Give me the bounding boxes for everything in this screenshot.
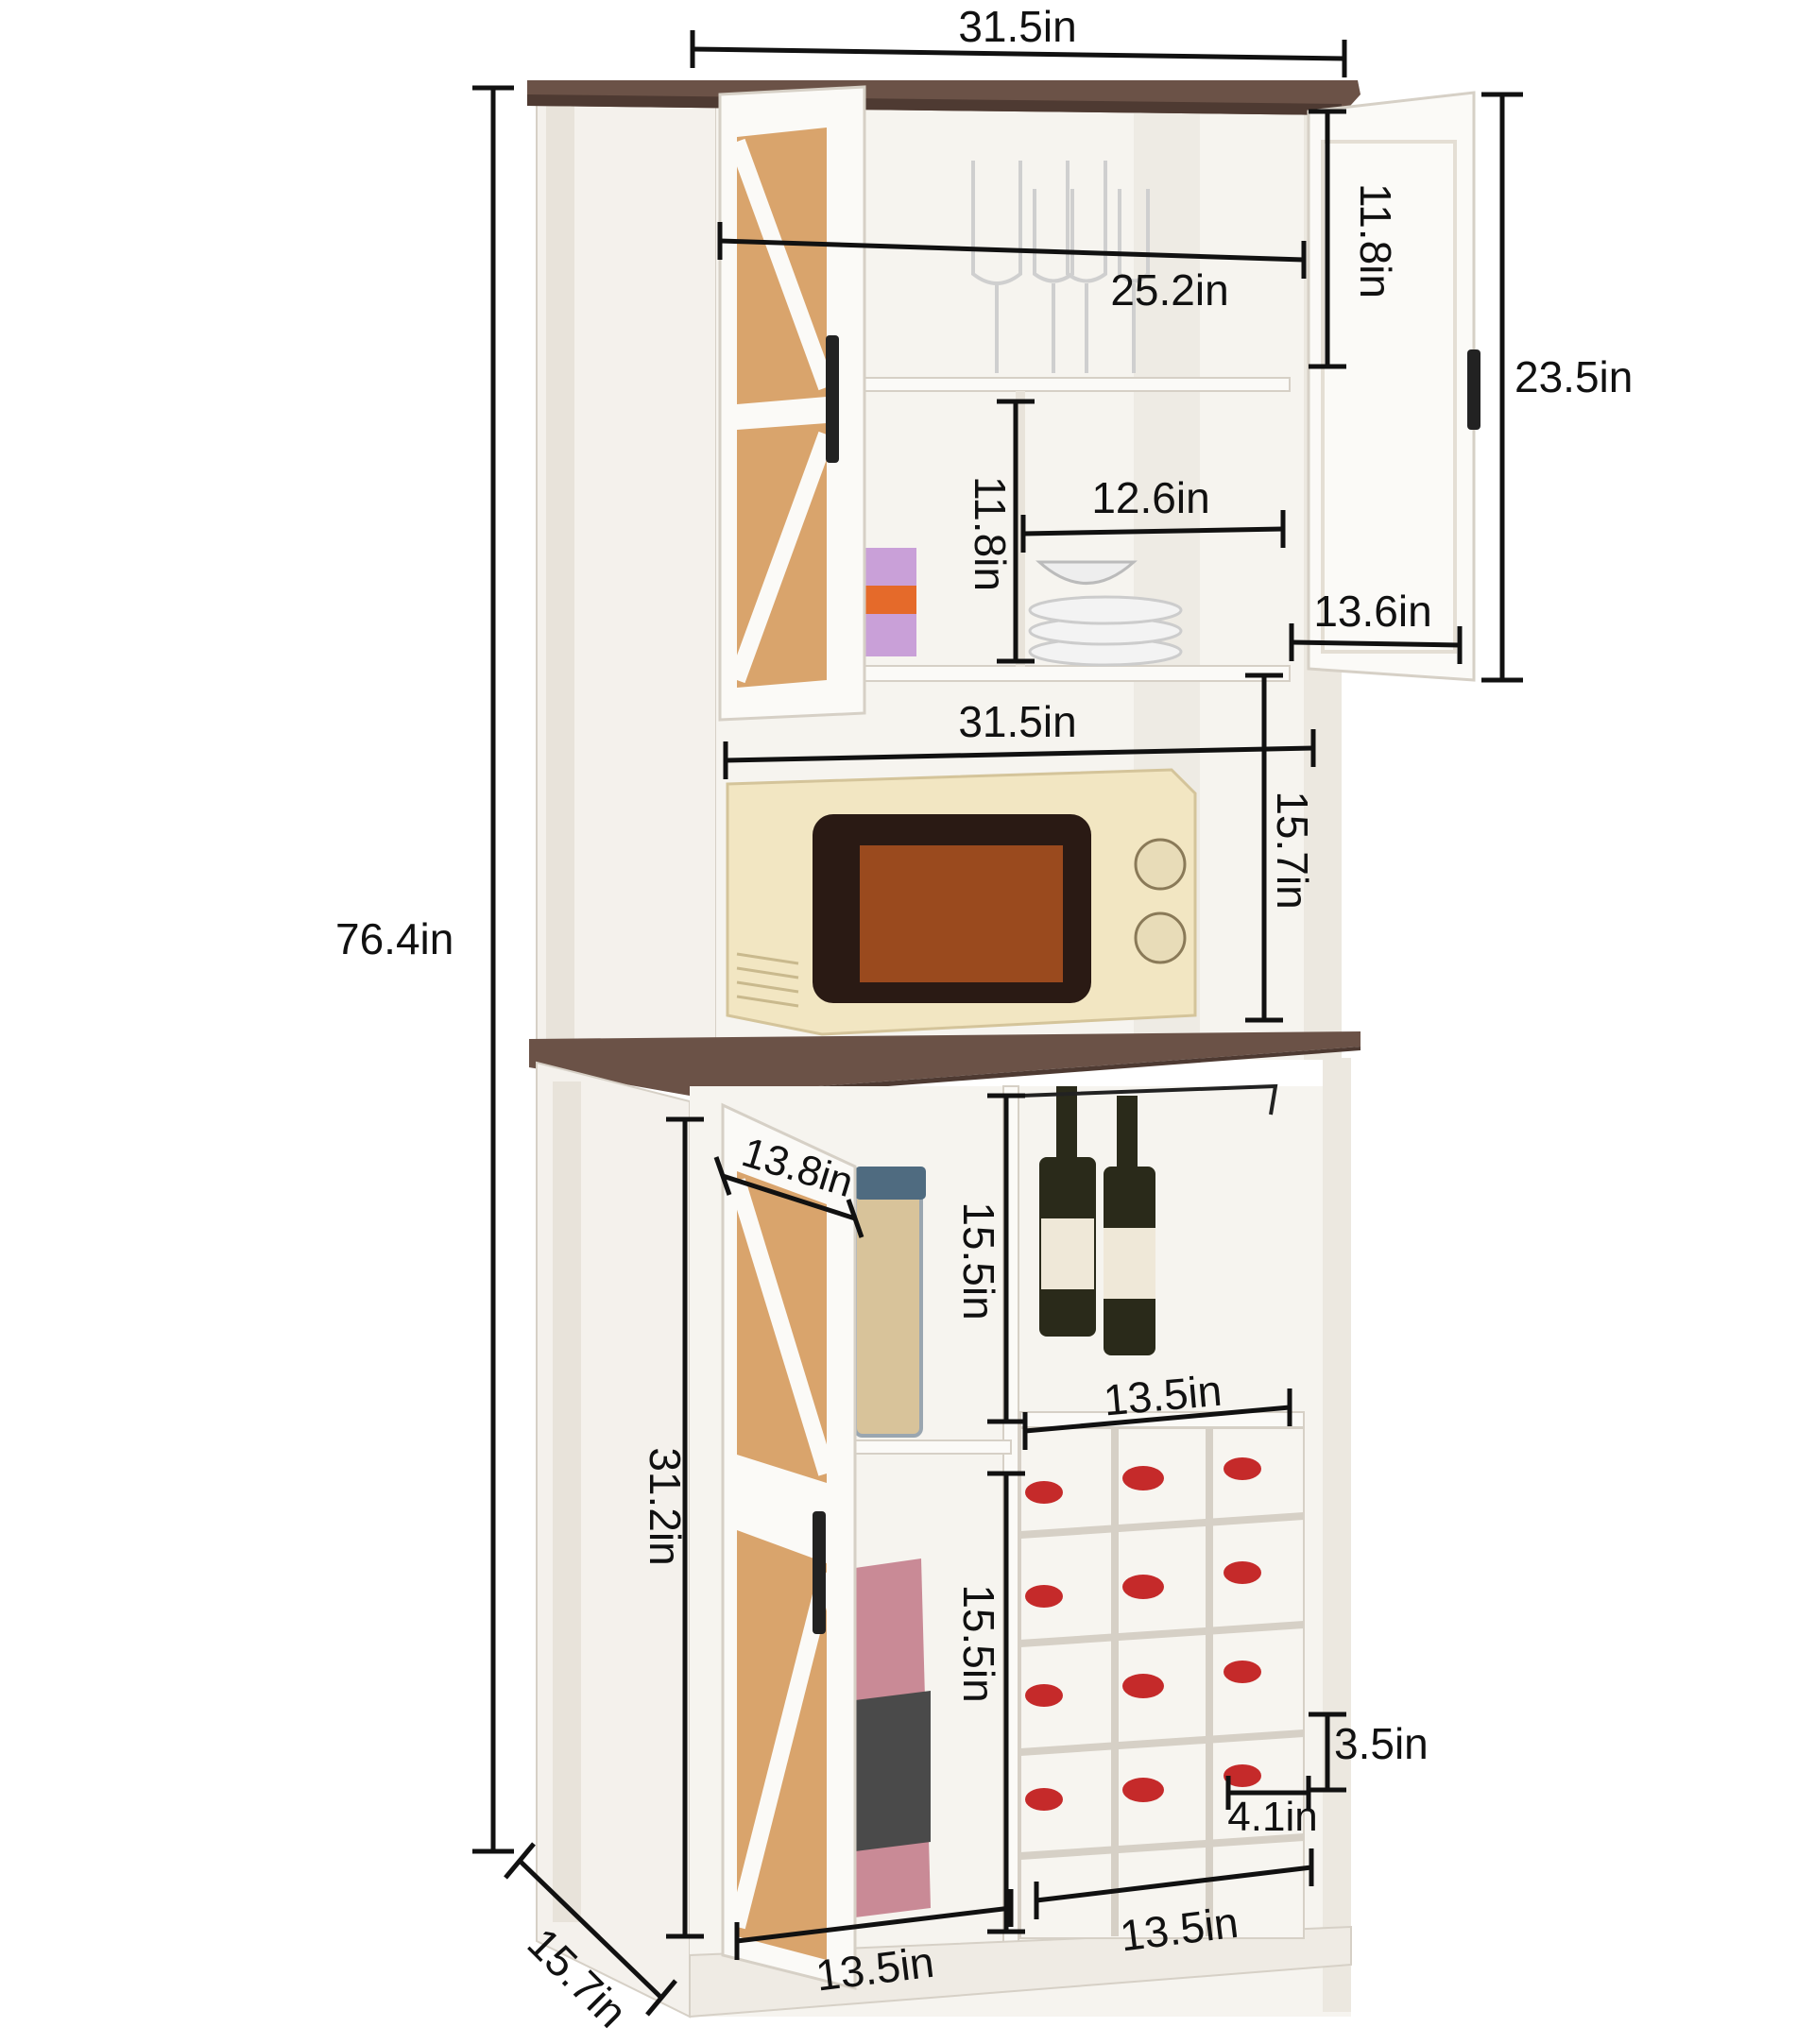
snack-bag: [855, 1559, 931, 1917]
dimension-lines: [472, 30, 1523, 2017]
cereal-container: [853, 1167, 926, 1438]
label-lower-door-height: 31.2in: [641, 1447, 690, 1565]
upper-right-handle: [1467, 349, 1480, 430]
label-upper-inner-width: 25.2in: [1110, 265, 1228, 315]
middle-divider: [1016, 391, 1025, 667]
label-microwave-width: 31.5in: [958, 697, 1076, 746]
wine-rack: [1019, 1427, 1305, 1939]
wine-glasses: [971, 161, 1150, 373]
label-overall-height: 76.4in: [335, 914, 454, 963]
lower-left-shelf: [854, 1439, 1012, 1455]
middle-shelf: [854, 665, 1291, 682]
wine-bottles: [1019, 1083, 1278, 1355]
label-middle-shelf-height: 11.8in: [966, 476, 1015, 591]
lower-door: [721, 1102, 857, 1990]
label-wine-cube-height: 3.5in: [1334, 1719, 1429, 1768]
upper-left-handle: [826, 335, 839, 463]
label-overall-width: 31.5in: [958, 2, 1076, 51]
microwave: [726, 768, 1197, 1036]
dimension-labels: 31.5in 76.4in 15.7in 23.5in 25.2in 11.8i…: [335, 2, 1633, 2036]
label-upper-shelf-height: 11.8in: [1351, 183, 1400, 298]
label-middle-shelf-width: 12.6in: [1091, 473, 1209, 522]
upper-right-door: [1307, 91, 1480, 682]
label-microwave-height: 15.7in: [1268, 791, 1317, 909]
label-wine-area-width: 13.5in: [1102, 1366, 1224, 1425]
label-upper-door-height: 23.5in: [1515, 352, 1633, 401]
label-lower-left-upper-height: 15.5in: [954, 1201, 1003, 1320]
label-door-width: 13.6in: [1313, 587, 1431, 636]
upper-shelf: [854, 377, 1291, 392]
plates: [864, 548, 1183, 667]
label-wine-cube-width: 4.1in: [1227, 1794, 1317, 1840]
label-lower-left-lower-height: 15.5in: [954, 1584, 1003, 1702]
counter-board: [529, 1031, 1360, 1096]
lower-handle: [813, 1511, 826, 1634]
upper-left-door: [718, 85, 866, 722]
